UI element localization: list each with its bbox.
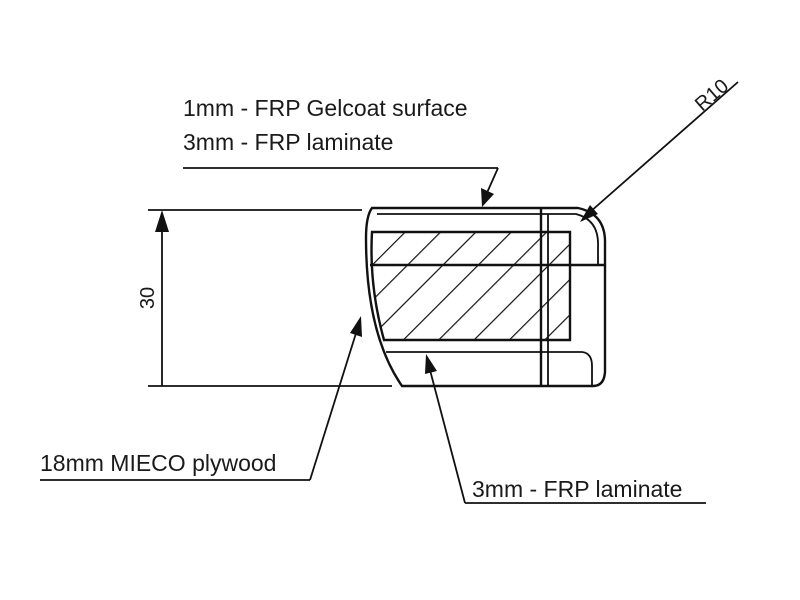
- bottom-arrowhead: [425, 354, 437, 374]
- radius-leader-line: [589, 81, 739, 213]
- label-gelcoat: 1mm - FRP Gelcoat surface: [183, 95, 468, 121]
- plywood-arrowhead: [350, 316, 362, 337]
- plywood-outline: [370, 230, 572, 342]
- leader-top-laminate: 1mm - FRP Gelcoat surface 3mm - FRP lami…: [183, 95, 499, 207]
- height-dimension: 30: [137, 209, 392, 387]
- leader-arrowhead: [481, 188, 494, 207]
- radius-arrowhead: [580, 205, 598, 222]
- plywood-core: [371, 232, 570, 340]
- bottom-laminate-return: [386, 351, 593, 386]
- label-plywood: 18mm MIECO plywood: [40, 450, 276, 476]
- bottom-leader-line: [429, 369, 466, 504]
- gelcoat-inner-line: [377, 213, 599, 264]
- leader-radius: R10: [580, 75, 739, 222]
- leader-plywood: 18mm MIECO plywood: [40, 316, 362, 481]
- label-laminate-bottom: 3mm - FRP laminate: [472, 476, 682, 502]
- plywood-leader-line: [309, 329, 358, 481]
- label-radius: R10: [691, 75, 733, 116]
- outer-contour: [364, 206, 607, 388]
- section-profile: [364, 206, 607, 388]
- leader-bottom-laminate: 3mm - FRP laminate: [425, 354, 706, 504]
- height-value: 30: [137, 287, 159, 309]
- leader-line: [485, 167, 499, 196]
- dimension-arrowhead: [155, 210, 169, 232]
- label-laminate-top: 3mm - FRP laminate: [183, 129, 393, 155]
